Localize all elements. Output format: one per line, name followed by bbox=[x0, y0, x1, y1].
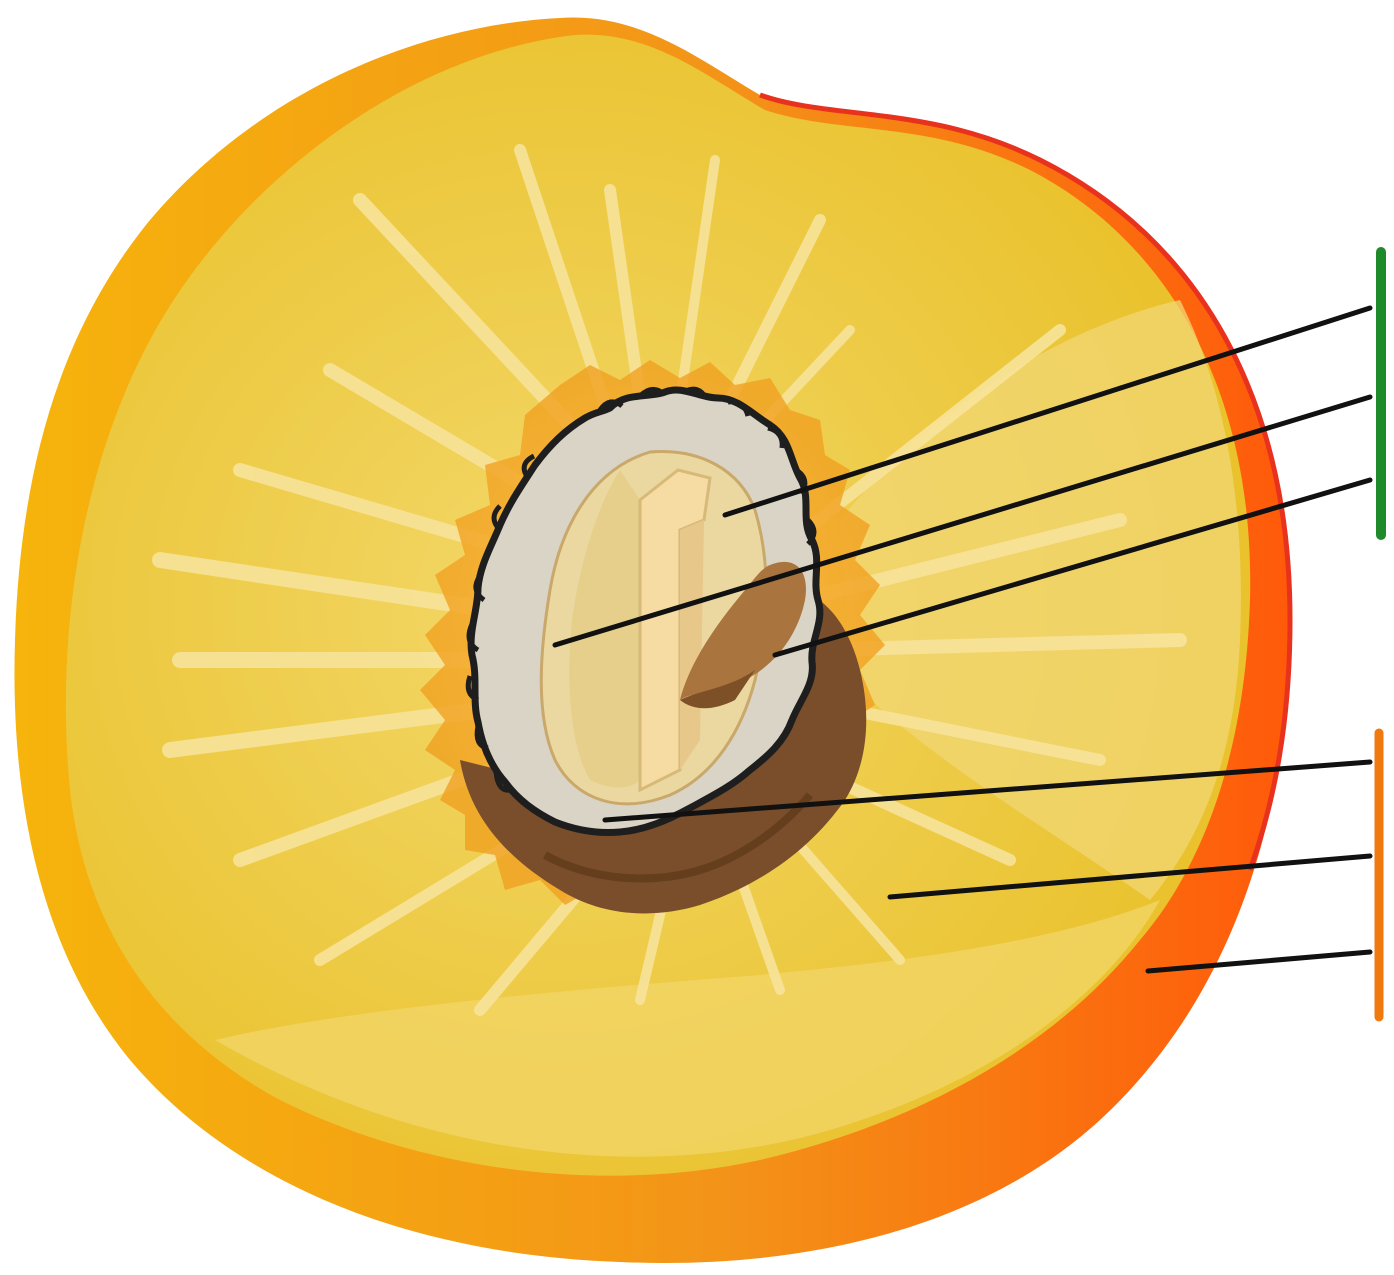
diagram-stage bbox=[0, 0, 1394, 1275]
peach-cross-section-diagram bbox=[0, 0, 1394, 1275]
